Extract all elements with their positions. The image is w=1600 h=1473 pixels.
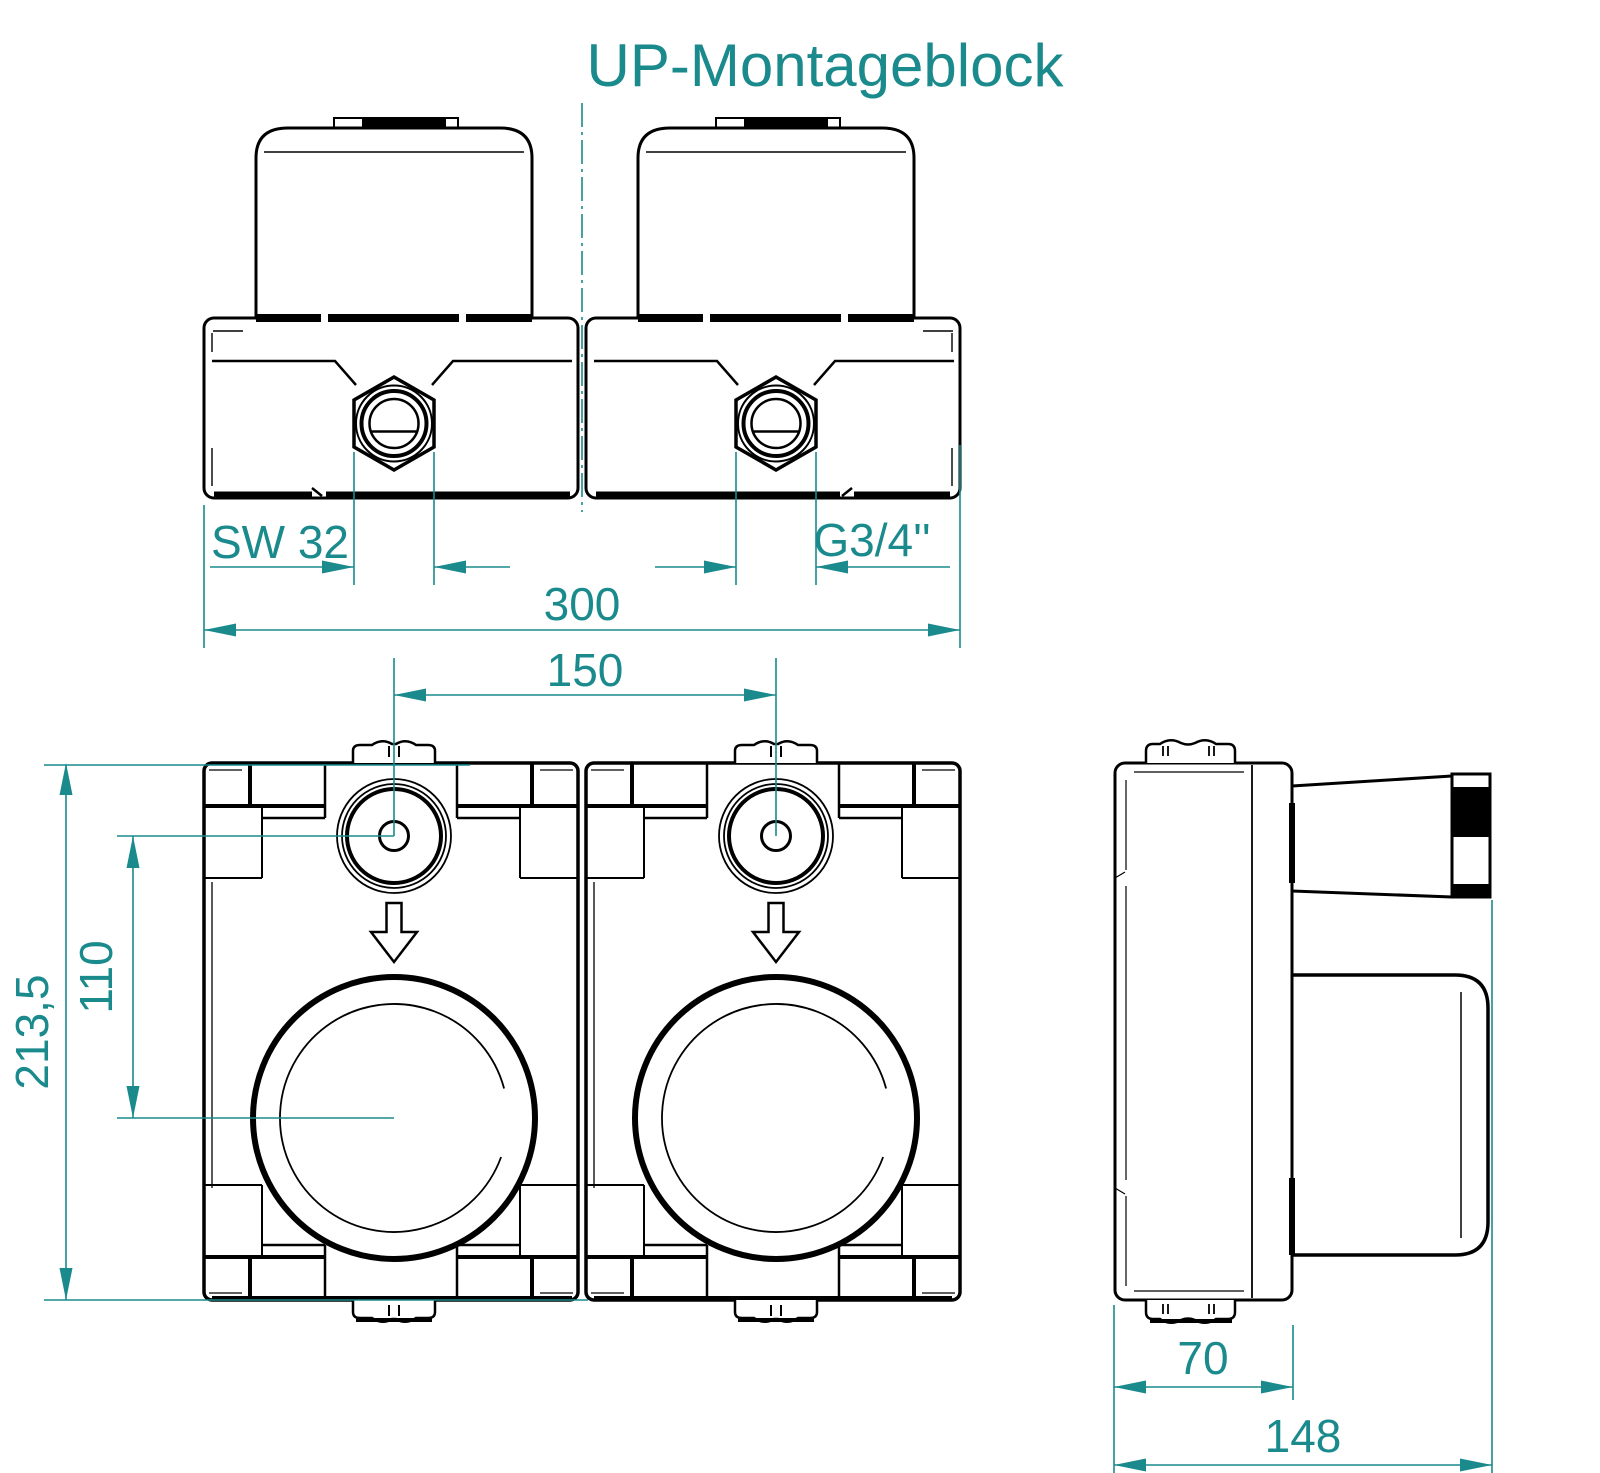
svg-text:SW 32: SW 32: [211, 516, 349, 568]
drawing-title: UP-Montageblock: [587, 32, 1065, 99]
side-view-top-nub: [1144, 739, 1237, 763]
side-view-body: [1113, 761, 1294, 1302]
top-view-right-cap: [636, 116, 916, 324]
side-view-pipe: [1291, 772, 1492, 899]
top-view-left-cap: [254, 116, 534, 324]
dim-total-width: 300: [203, 445, 961, 648]
side-view-bottom-nub: [1144, 1300, 1237, 1324]
dim-total-height: 213,5: [6, 763, 588, 1301]
dim-wrench-size: SW 32: [210, 452, 510, 585]
svg-text:213,5: 213,5: [6, 974, 58, 1089]
dimensioning: SW 32 G3/4'' 300 150: [6, 103, 1493, 1473]
dim-thread-size: G3/4'': [655, 452, 950, 585]
svg-text:150: 150: [547, 644, 624, 696]
dim-port-vertical-offset: 110: [70, 835, 394, 1119]
svg-text:300: 300: [544, 578, 621, 630]
dim-body-depth: 70: [1113, 1305, 1294, 1473]
dim-total-depth: 148: [1114, 900, 1493, 1473]
front-view-right-bottom-tab: [733, 1298, 819, 1324]
side-view-socket: [1292, 973, 1490, 1257]
svg-text:110: 110: [70, 940, 122, 1013]
top-view: [202, 116, 962, 500]
svg-text:70: 70: [1177, 1332, 1228, 1384]
dim-port-spacing: 150: [393, 644, 777, 836]
side-view: [1113, 739, 1492, 1324]
front-view-left-bottom-tab: [351, 1298, 437, 1324]
svg-text:148: 148: [1265, 1410, 1342, 1462]
svg-text:G3/4'': G3/4'': [813, 514, 930, 566]
front-view: [202, 739, 962, 1324]
